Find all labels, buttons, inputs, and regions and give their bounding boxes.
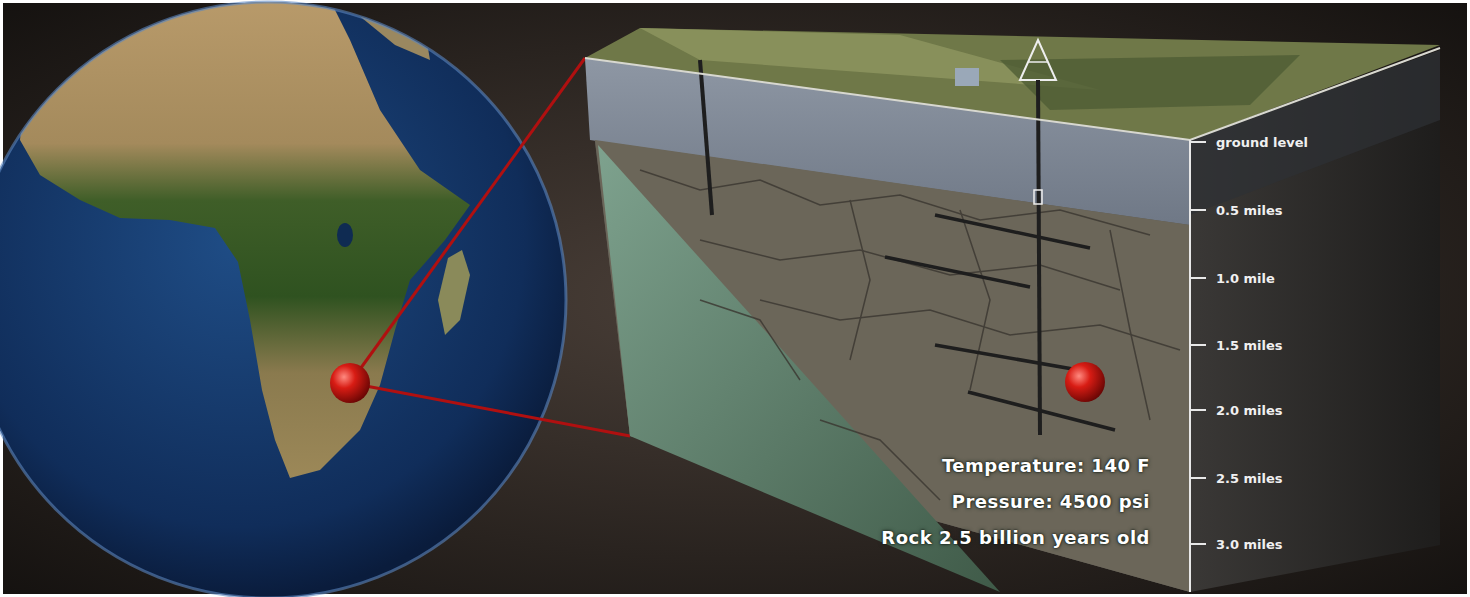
depth-label: 0.5 miles — [1216, 203, 1283, 218]
depth-label: 3.0 miles — [1216, 537, 1283, 552]
depth-label: 2.0 miles — [1216, 403, 1283, 418]
depth-label: ground level — [1216, 135, 1308, 150]
depth-label: 1.5 miles — [1216, 338, 1283, 353]
site-info: Rock 2.5 billion years old — [881, 527, 1150, 548]
site-info: Temperature: 140 F — [942, 455, 1150, 476]
site-info: Pressure: 4500 psi — [952, 491, 1150, 512]
depth-label: 1.0 mile — [1216, 271, 1275, 286]
depth-label: 2.5 miles — [1216, 471, 1283, 486]
